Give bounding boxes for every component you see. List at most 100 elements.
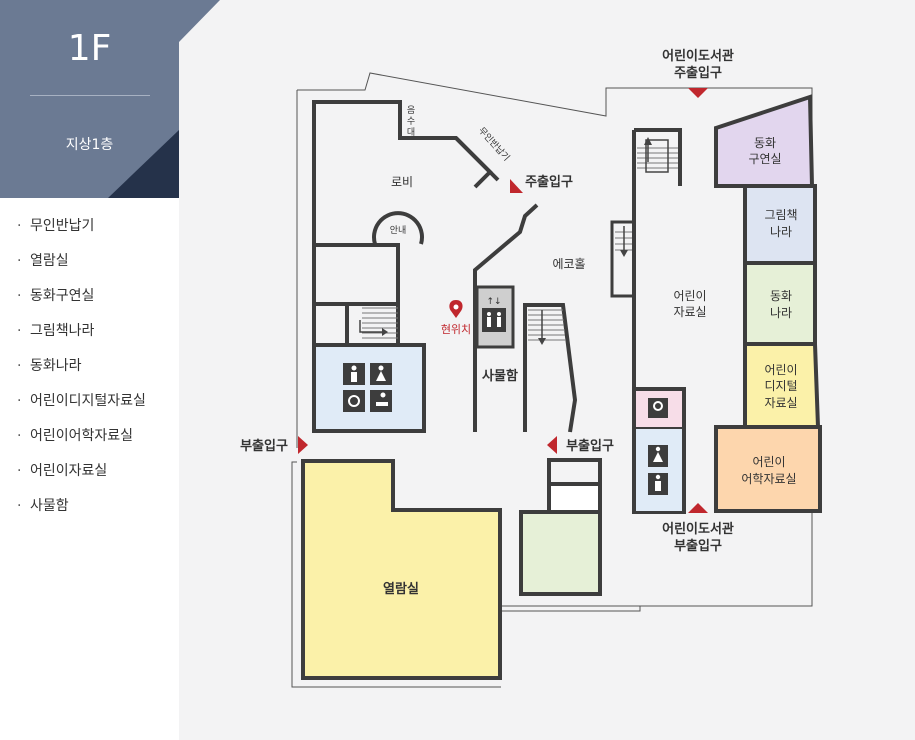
drinking-water-label-3: 대 <box>407 127 415 138</box>
stairs-up-arrowhead-icon <box>644 137 652 145</box>
stairs-arrowhead-icon <box>382 328 388 336</box>
room-list-item[interactable]: · 동화구연실 <box>0 282 146 317</box>
main-entrance-arrow-icon <box>510 179 523 193</box>
bullet-icon: · <box>17 323 22 339</box>
info-desk <box>372 211 424 245</box>
floor-header: 1F 지상1층 <box>0 0 179 198</box>
bullet-icon: · <box>17 288 22 304</box>
kids-digital-label-3: 자료실 <box>764 396 797 410</box>
sub-entrance-bottom-label-1: 어린이도서관 <box>662 521 734 537</box>
reading-room-label: 열람실 <box>383 581 419 597</box>
bullet-icon: · <box>17 498 22 514</box>
sub-entrance-left-arrow-icon <box>298 436 308 454</box>
room-list-label: 어린이어학자료실 <box>30 428 134 444</box>
building-outline-bottom <box>291 461 501 688</box>
stairs-kids <box>637 147 678 169</box>
echo-hall-label: 에코홀 <box>552 257 585 271</box>
stairs-kids-frame <box>645 139 669 173</box>
room-list-item[interactable]: · 어린이디지털자료실 <box>0 387 146 422</box>
sidebar: 1F 지상1층 · 무인반납기 · 열람실 · 동화구연실 · 그림책나라 · 동화나라 … <box>0 0 179 740</box>
room-list-label: 그림책나라 <box>30 323 95 339</box>
restroom-block-right <box>636 429 682 511</box>
picture-book-label-1: 그림책 <box>764 207 797 222</box>
storytelling-room-label-1: 동화 <box>754 136 776 150</box>
accessible-restroom-icon <box>343 390 365 412</box>
bullet-icon: · <box>17 428 22 444</box>
drinking-water-label-1: 음 <box>407 105 415 116</box>
building-outline <box>297 72 813 612</box>
stairs-side <box>610 220 636 298</box>
floor-header-corner <box>108 130 179 198</box>
bottom-green-room <box>519 510 602 596</box>
room-list-item[interactable]: · 어린이어학자료실 <box>0 422 146 457</box>
fairy-tale-label-2: 나라 <box>770 306 792 320</box>
stairs-down-arrowhead-icon <box>538 338 546 345</box>
kids-language-room[interactable] <box>714 425 822 513</box>
nursing-room-icon <box>648 398 668 418</box>
floor-divider <box>30 95 150 96</box>
main-entrance-label: 주출입구 <box>525 174 573 190</box>
kids-digital-label-2: 디지털 <box>764 379 797 393</box>
bullet-icon: · <box>17 218 22 234</box>
room-list-label: 동화나라 <box>30 358 82 374</box>
restroom-icons-right <box>648 445 668 495</box>
kids-materials-label-1: 어린이 <box>673 289 706 303</box>
room-list-label: 사물함 <box>30 498 69 514</box>
fairy-tale-label-1: 동화 <box>770 289 792 303</box>
lobby-walls <box>312 100 539 432</box>
echo-hall-walls <box>523 303 578 433</box>
floor-title: 1F <box>67 28 112 69</box>
baby-change-icon <box>370 390 392 412</box>
lockers-label: 사물함 <box>482 368 518 384</box>
stairs-arrow-icon <box>359 320 382 333</box>
room-list-item[interactable]: · 열람실 <box>0 247 146 282</box>
floor-subtitle: 지상1층 <box>65 137 114 153</box>
room-list-label: 열람실 <box>30 253 69 269</box>
room-list-item[interactable]: · 동화나라 <box>0 352 146 387</box>
room-list-item[interactable]: · 그림책나라 <box>0 317 146 352</box>
storytelling-room-label-2: 구연실 <box>748 152 781 166</box>
bullet-icon: · <box>17 358 22 374</box>
svg-text:↑↓: ↑↓ <box>486 297 501 307</box>
fairy-tale-room[interactable] <box>743 261 817 346</box>
reading-room[interactable] <box>301 459 502 680</box>
current-location-pin-icon <box>449 300 463 318</box>
bullet-icon: · <box>17 253 22 269</box>
drinking-water-label-2: 수 <box>407 116 415 127</box>
bullet-icon: · <box>17 393 22 409</box>
room-list-label: 무인반납기 <box>30 218 95 234</box>
bottom-small-room <box>547 482 602 514</box>
room-list-label: 동화구연실 <box>30 288 95 304</box>
main-entrance-top-label-2: 주출입구 <box>674 65 722 81</box>
picture-book-label-2: 나라 <box>770 225 792 239</box>
room-list-label: 어린이디지털자료실 <box>30 393 146 409</box>
stairs-echo-hall <box>528 309 566 341</box>
kids-language-label-2: 어학자료실 <box>741 472 796 486</box>
sub-entrance-right-label: 부출입구 <box>566 438 614 454</box>
stairs-side-arrowhead-icon <box>620 250 628 257</box>
sub-entrance-bottom-arrow-icon <box>688 503 708 513</box>
kids-digital-label-1: 어린이 <box>764 363 797 377</box>
header-corner-shape <box>179 0 220 42</box>
room-list-label: 어린이자료실 <box>30 463 108 479</box>
bullet-icon: · <box>17 463 22 479</box>
restroom-block-left <box>312 343 426 433</box>
nursing-room-icon-detail <box>653 401 663 411</box>
room-list-item[interactable]: · 사물함 <box>0 492 146 527</box>
info-desk-label: 안내 <box>390 225 407 236</box>
main-entrance-top-arrow-icon <box>688 88 708 98</box>
sub-entrance-left-label: 부출입구 <box>240 438 288 454</box>
sub-entrance-right-arrow-icon <box>547 436 557 454</box>
return-machine-label: 무인반납기 <box>476 125 512 163</box>
current-location-label: 현위치 <box>441 323 471 336</box>
elevator-icon: ↑↓ <box>482 297 506 332</box>
sub-entrance-bottom-label-2: 부출입구 <box>674 538 722 554</box>
room-list-item[interactable]: · 무인반납기 <box>0 212 146 247</box>
lobby-label: 로비 <box>391 175 413 189</box>
room-list-item[interactable]: · 어린이자료실 <box>0 457 146 492</box>
stairs-lobby <box>362 307 398 339</box>
kids-materials-label-2: 자료실 <box>673 305 706 319</box>
room-list: · 무인반납기 · 열람실 · 동화구연실 · 그림책나라 · 동화나라 · 어린이디지털자… <box>0 212 146 527</box>
restroom-icons-left <box>343 363 392 412</box>
